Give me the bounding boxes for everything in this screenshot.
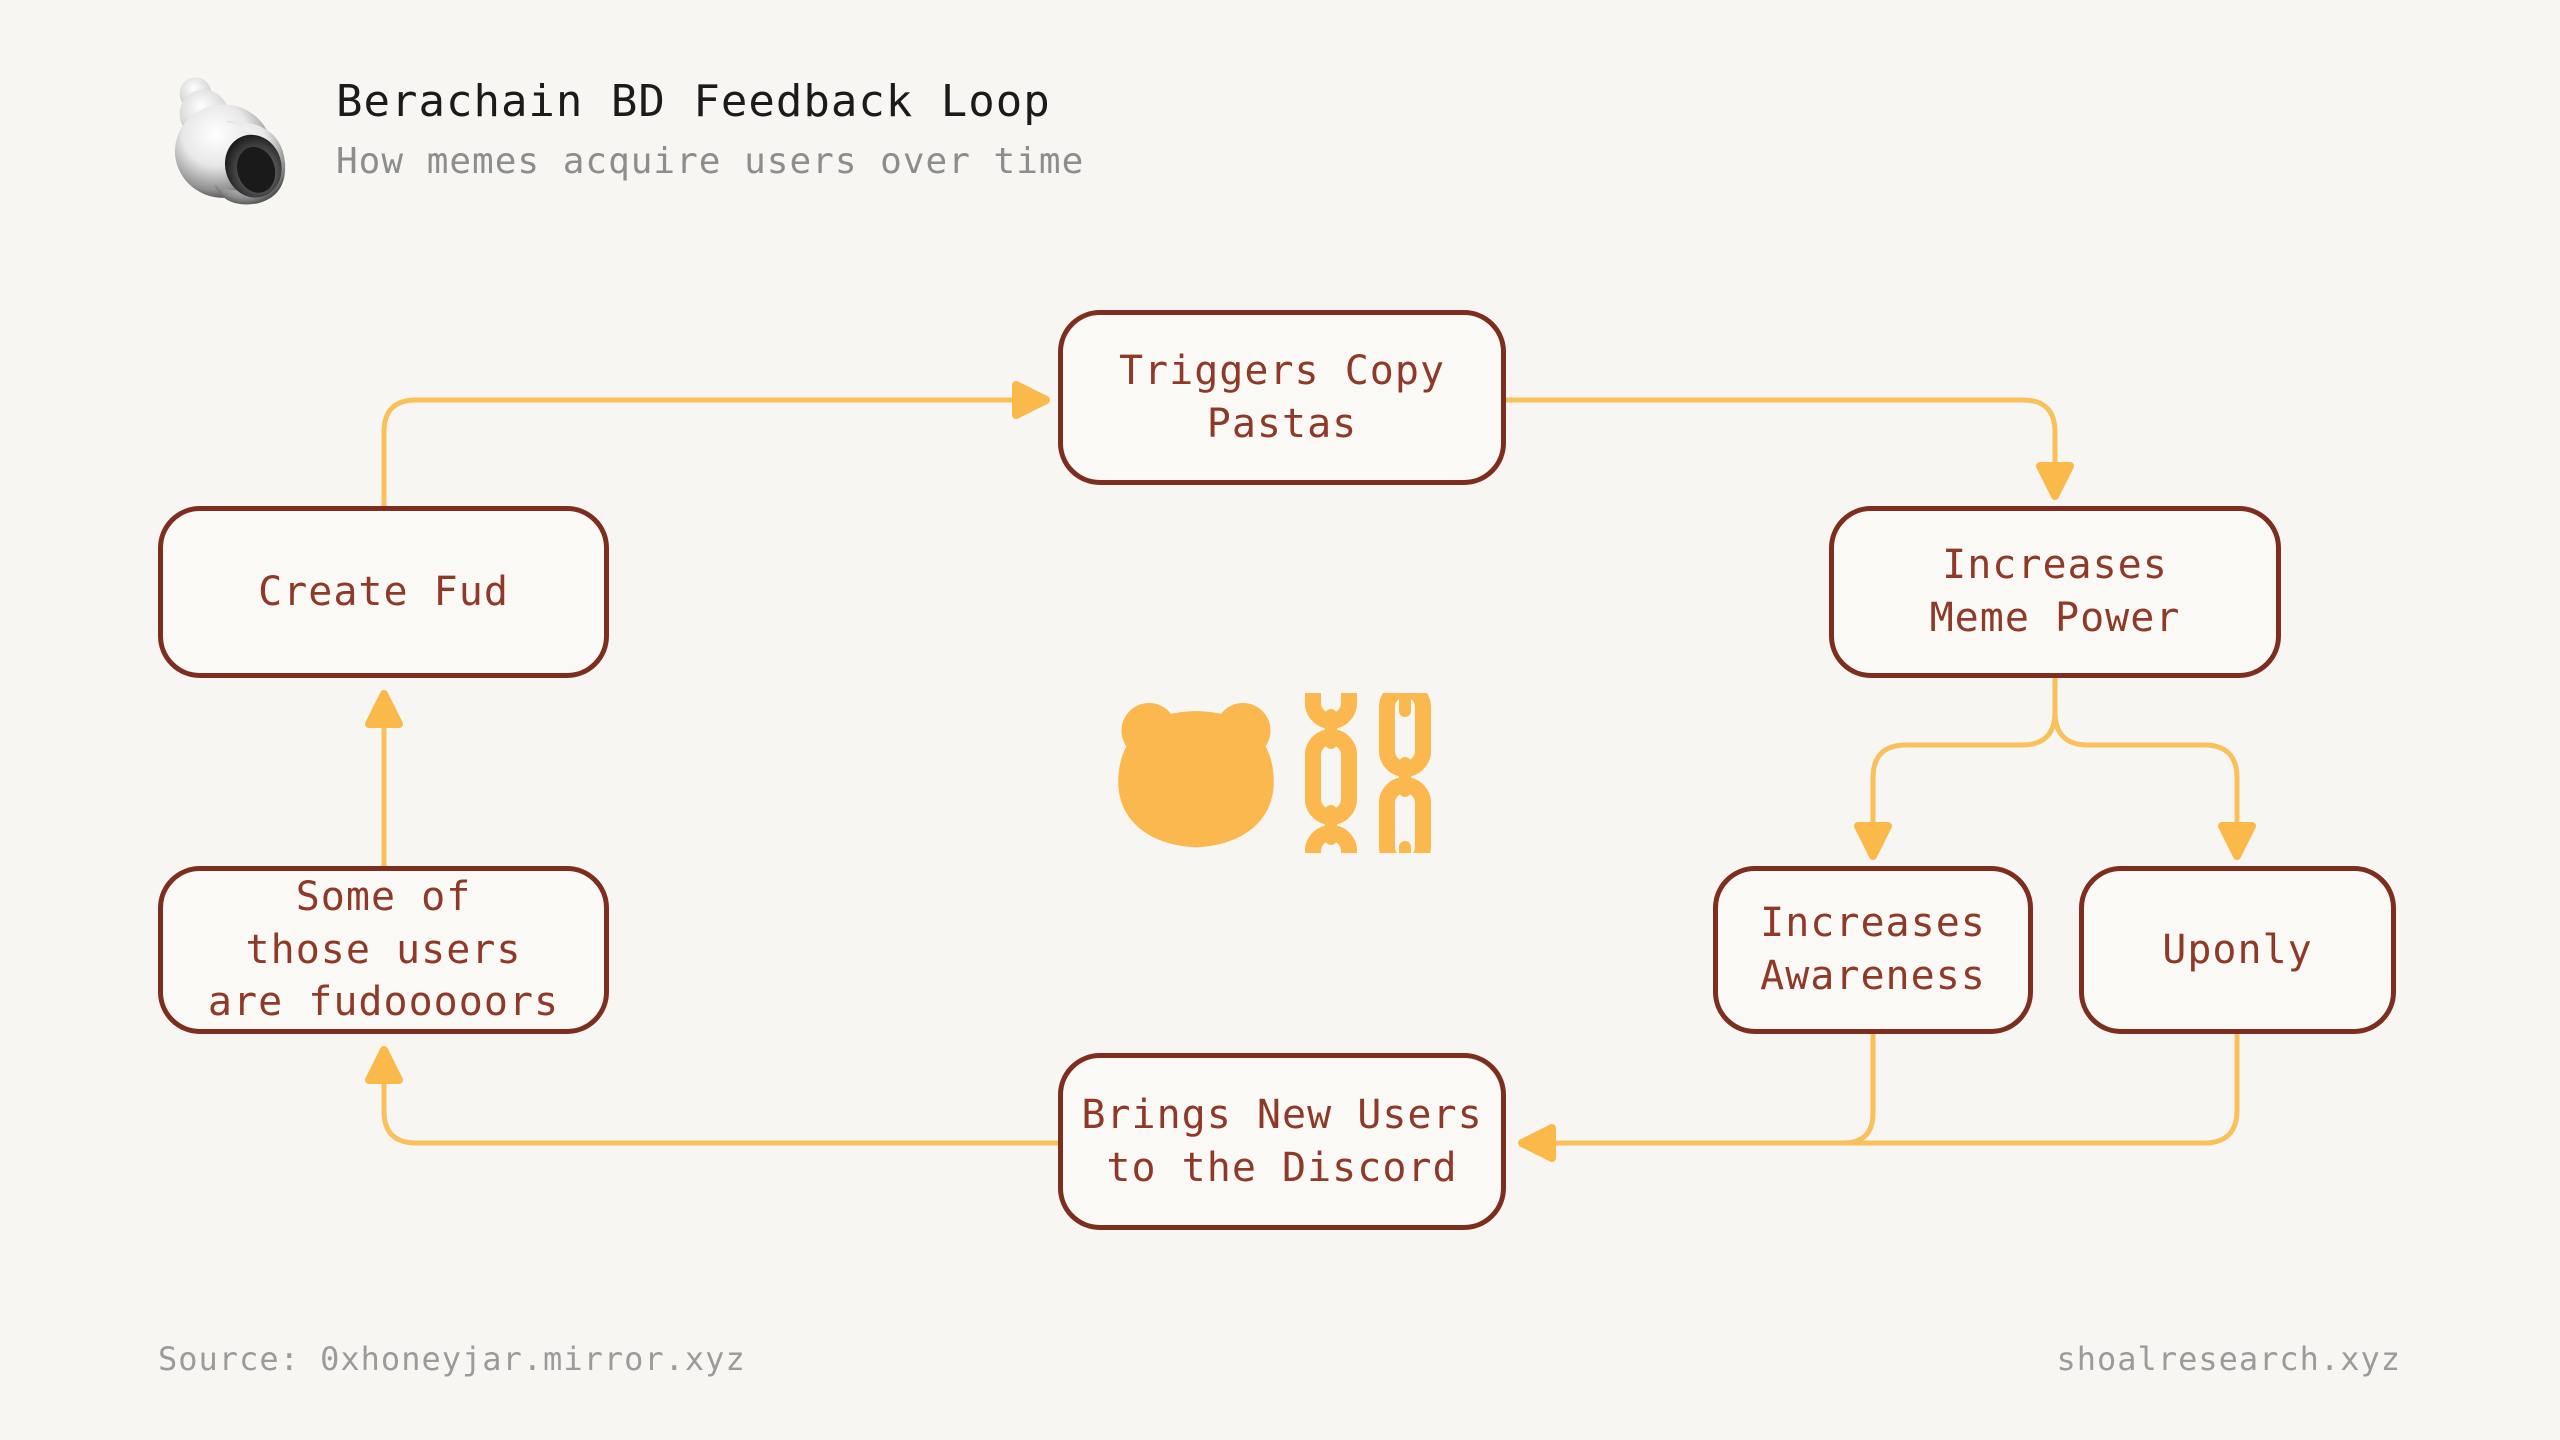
arrowhead-down bbox=[1854, 822, 1892, 860]
arrowhead-up bbox=[365, 690, 403, 728]
arrowhead-right bbox=[1012, 381, 1050, 419]
source-text: Source: 0xhoneyjar.mirror.xyz bbox=[158, 1340, 746, 1378]
node-create-fud: Create Fud bbox=[158, 506, 609, 678]
chain-icon bbox=[1305, 693, 1357, 853]
page-title: Berachain BD Feedback Loop bbox=[336, 76, 1051, 127]
center-icons bbox=[1115, 693, 1453, 853]
node-label: Increases Meme Power bbox=[1929, 542, 2181, 641]
node-triggers-copy-pastas: Triggers Copy Pastas bbox=[1058, 310, 1506, 485]
node-label: Create Fud bbox=[258, 568, 509, 615]
node-increases-meme-power: Increases Meme Power bbox=[1829, 506, 2281, 678]
node-label: Uponly bbox=[2162, 926, 2313, 973]
bear-icon bbox=[1118, 702, 1274, 847]
node-brings-new-users: Brings New Users to the Discord bbox=[1058, 1053, 1506, 1230]
connector-memepower-awareness bbox=[1870, 678, 2058, 822]
brand-text: shoalresearch.xyz bbox=[2056, 1340, 2401, 1378]
header: Berachain BD Feedback Loop How memes acq… bbox=[160, 62, 1084, 218]
connector-awareness-brings bbox=[1842, 1034, 1876, 1146]
node-label: Increases Awareness bbox=[1760, 900, 1986, 999]
arrowhead-down bbox=[2036, 462, 2074, 500]
connector-brings-fudders bbox=[381, 1084, 1058, 1146]
node-increases-awareness: Increases Awareness bbox=[1713, 866, 2033, 1034]
page-subtitle: How memes acquire users over time bbox=[336, 141, 1085, 182]
arrowhead-down bbox=[2218, 822, 2256, 860]
node-label: Brings New Users to the Discord bbox=[1081, 1091, 1483, 1191]
connector-memepower-uponly bbox=[2052, 711, 2240, 822]
node-label: Triggers Copy Pastas bbox=[1118, 347, 1446, 447]
arrowhead-left bbox=[1518, 1124, 1556, 1162]
connector-triggers-memepower bbox=[1506, 397, 2058, 462]
arrowhead-up bbox=[365, 1046, 403, 1084]
node-uponly: Uponly bbox=[2079, 866, 2396, 1034]
header-text: Berachain BD Feedback Loop How memes acq… bbox=[336, 62, 1084, 182]
connector-uponly-brings bbox=[1556, 1034, 2240, 1146]
shell-icon bbox=[174, 77, 286, 205]
connector-createfud-triggers bbox=[381, 397, 1012, 506]
chain-icons bbox=[1305, 693, 1453, 853]
node-label: Some of those users are fudooooors bbox=[207, 873, 560, 1026]
node-fudooooors: Some of those users are fudooooors bbox=[158, 866, 609, 1034]
chain-icon bbox=[1379, 693, 1431, 853]
